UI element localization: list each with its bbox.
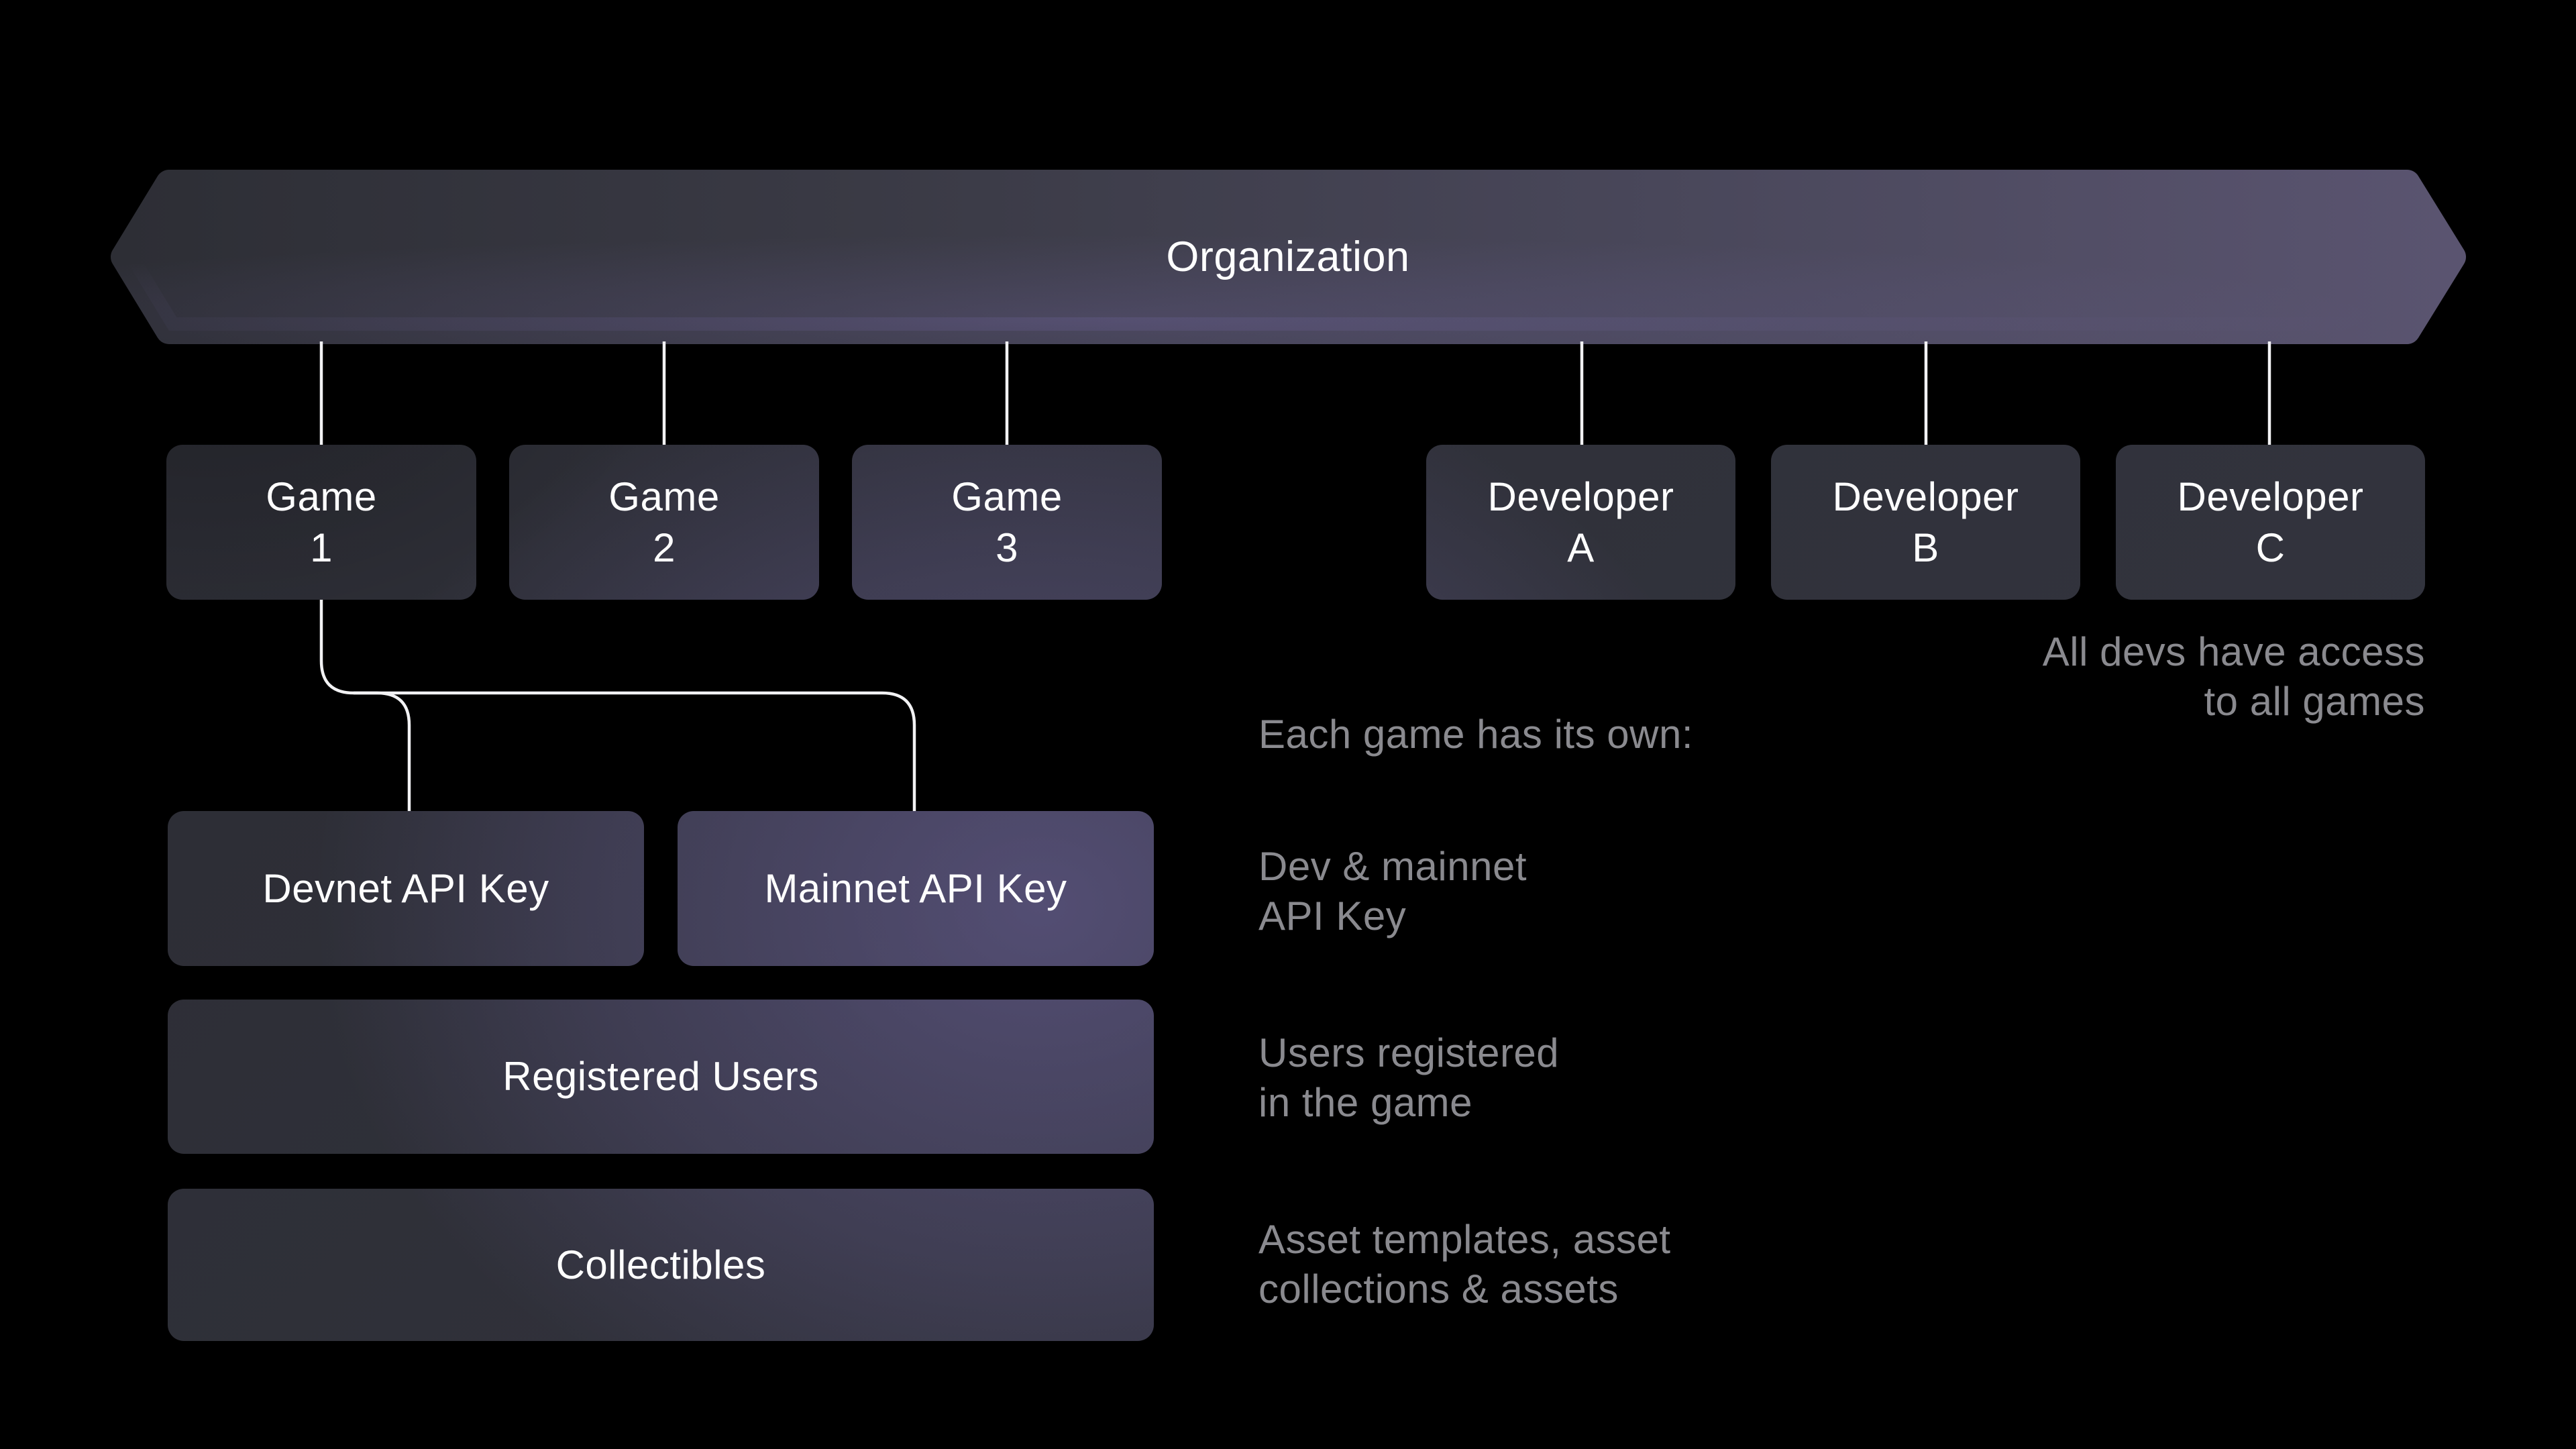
developer-b-letter: B xyxy=(1912,525,1939,570)
banner-glow-overlay xyxy=(111,170,2466,344)
game-3-label: Game xyxy=(951,474,1063,519)
devnet-api-key-label: Devnet API Key xyxy=(262,865,549,911)
banner-title: Organization xyxy=(1166,233,1410,280)
developer-c-label: Developer xyxy=(2177,474,2364,519)
developer-b-node: Developer B xyxy=(1771,445,2080,600)
game-3-node: Game 3 xyxy=(852,445,1162,600)
developer-b-label: Developer xyxy=(1832,474,2019,519)
mainnet-api-key-node: Mainnet API Key xyxy=(678,811,1154,966)
game-2-label: Game xyxy=(608,474,720,519)
annotation-collectibles-line-2: collections & assets xyxy=(1258,1267,1619,1311)
annotation-collectibles: Asset templates, asset collections & ass… xyxy=(1258,1215,1671,1314)
game-2-number: 2 xyxy=(653,525,676,570)
annotation-registered-users-line-1: Users registered xyxy=(1258,1030,1560,1075)
developer-a-letter: A xyxy=(1567,525,1595,570)
game-1-number: 1 xyxy=(310,525,333,570)
game-1-node: Game 1 xyxy=(166,445,476,600)
collectibles-label: Collectibles xyxy=(555,1242,766,1287)
game-1-label: Game xyxy=(266,474,377,519)
game-3-number: 3 xyxy=(996,525,1018,570)
annotation-api-key-line-1: Dev & mainnet xyxy=(1258,844,1527,889)
annotation-devs-access-line-1: All devs have access xyxy=(2042,629,2425,674)
developer-a-label: Developer xyxy=(1487,474,1674,519)
annotation-devs-access: All devs have access to all games xyxy=(2043,627,2425,727)
annotation-api-key: Dev & mainnet API Key xyxy=(1258,842,1527,941)
mainnet-api-key-label: Mainnet API Key xyxy=(764,865,1067,911)
annotation-devs-access-line-2: to all games xyxy=(2204,679,2425,724)
annotation-collectibles-line-1: Asset templates, asset xyxy=(1258,1217,1671,1262)
annotation-each-game-heading: Each game has its own: xyxy=(1258,710,1693,759)
registered-users-label: Registered Users xyxy=(502,1054,819,1099)
devnet-api-key-node: Devnet API Key xyxy=(168,811,644,966)
developer-a-node: Developer A xyxy=(1426,445,1735,600)
annotation-registered-users-line-2: in the game xyxy=(1258,1080,1473,1125)
registered-users-node: Registered Users xyxy=(168,1000,1154,1154)
annotation-each-game-text: Each game has its own: xyxy=(1258,712,1694,757)
annotation-registered-users: Users registered in the game xyxy=(1258,1028,1559,1128)
developer-c-letter: C xyxy=(2255,525,2286,570)
developer-c-node: Developer C xyxy=(2116,445,2425,600)
annotation-api-key-line-2: API Key xyxy=(1258,894,1407,938)
collectibles-node: Collectibles xyxy=(168,1189,1154,1341)
game-2-node: Game 2 xyxy=(509,445,819,600)
